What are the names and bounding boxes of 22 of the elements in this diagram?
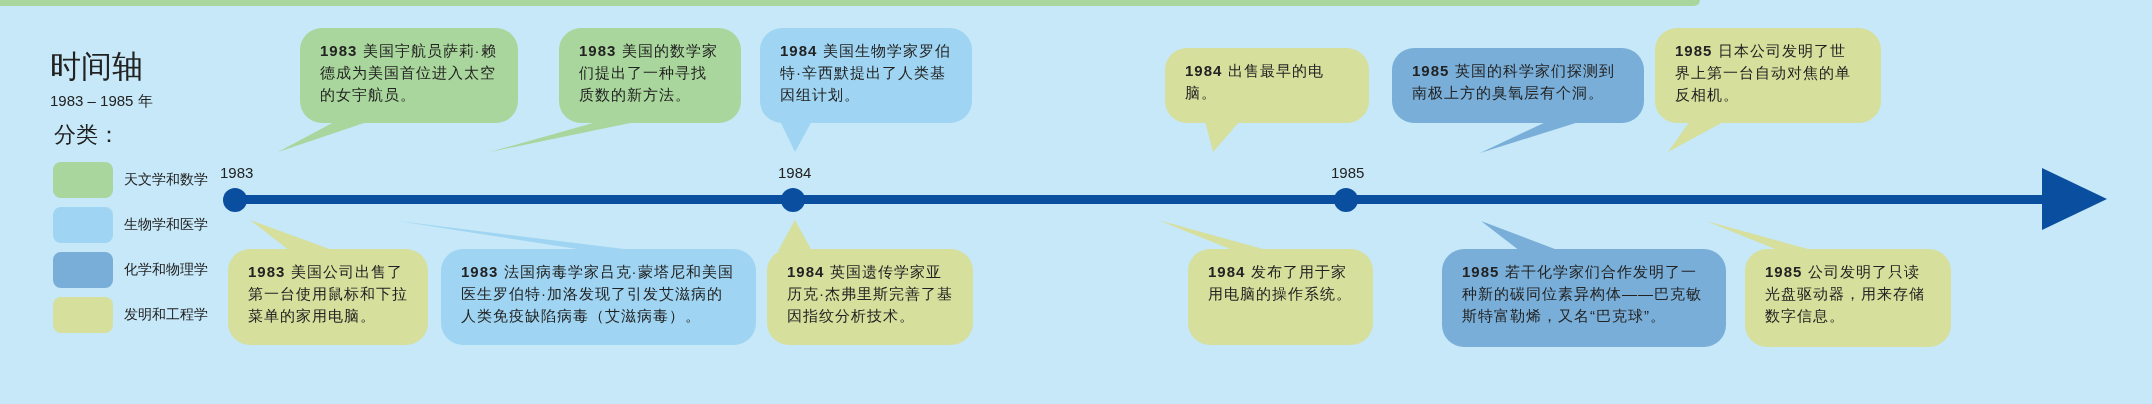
legend-label: 天文学和数学 — [124, 171, 208, 189]
event-text: 1983 美国公司出售了第一台使用鼠标和下拉菜单的家用电脑。 — [248, 262, 408, 326]
legend-label: 生物学和医学 — [124, 216, 208, 234]
event-text: 1983 法国病毒学家吕克·蒙塔尼和美国医生罗伯特·加洛发现了引发艾滋病的人类免疫缺陷病毒（艾滋病毒）。 — [461, 262, 735, 326]
year-label: 1983 — [220, 164, 254, 181]
event-text: 1985 英国的科学家们探测到南极上方的臭氧层有个洞。 — [1412, 61, 1616, 103]
event-text: 1984 美国生物学家罗伯特·辛西默提出了人类基因组计划。 — [780, 41, 952, 105]
event-text: 1985 若干化学家们合作发明了一种新的碳同位素异构体——巴克敏斯特富勒烯，又名“巴克球”。 — [1462, 262, 1703, 326]
event-text: 1983 美国宇航员萨莉·赖德成为美国首位进入太空的女宇航员。 — [320, 41, 498, 105]
subtitle: 1983 – 1985 年 — [50, 92, 153, 111]
event-text: 1984 英国遗传学家亚历克·杰弗里斯完善了基因指纹分析技术。 — [787, 262, 953, 326]
event-text: 1984 出售最早的电脑。 — [1185, 61, 1325, 103]
legend-label: 发明和工程学 — [124, 306, 208, 324]
event-text: 1985 日本公司发明了世界上第一台自动对焦的单反相机。 — [1675, 41, 1852, 105]
event-text: 1984 发布了用于家用电脑的操作系统。 — [1208, 262, 1353, 304]
legend-label: 化学和物理学 — [124, 261, 208, 279]
category-heading: 分类： — [54, 121, 120, 149]
event-text: 1983 美国的数学家们提出了一种寻找质数的新方法。 — [579, 41, 719, 105]
year-label: 1984 — [778, 164, 812, 181]
event-text: 1985 公司发明了只读光盘驱动器，用来存储数字信息。 — [1765, 262, 1926, 326]
year-label: 1985 — [1331, 164, 1365, 181]
timeline-title: 时间轴 — [50, 48, 143, 86]
